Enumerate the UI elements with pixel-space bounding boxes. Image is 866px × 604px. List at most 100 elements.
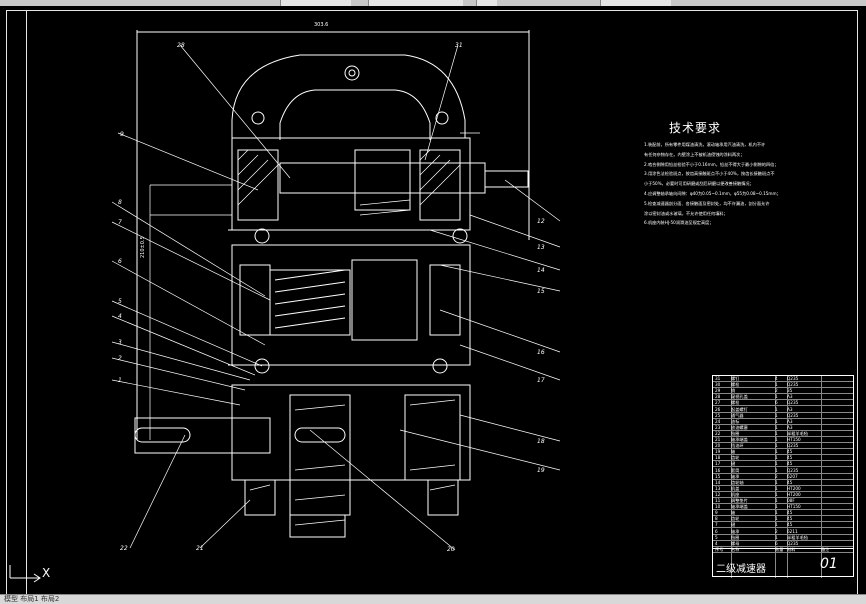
table-cell: 1 (775, 504, 778, 510)
drawing-number: 01 (820, 556, 838, 572)
table-cell: 1 (775, 510, 778, 516)
table-cell: 1 (775, 516, 778, 522)
technical-requirements-list: 1.装配前，所有零件用煤油清洗，滚动轴承用汽油清洗，机内不许 有任何杂物存在。内… (644, 140, 814, 228)
part-balloon-1: 1 (118, 377, 122, 384)
table-cell: 1 (775, 485, 778, 491)
table-cell: HT150 (787, 437, 801, 442)
technical-requirements-title: 技术要求 (669, 121, 722, 135)
table-cell: 半粗羊毛毡 (787, 534, 808, 540)
table-cell: 齿轮 (731, 516, 740, 522)
table-cell: 毡圈 (731, 534, 740, 540)
model-layout-tabs[interactable]: 模型 布局1 布局2 (0, 594, 866, 604)
table-cell: 6207 (787, 473, 798, 479)
table-cell: 45 (787, 479, 793, 485)
center-distance-dimension: 210±0.5 (140, 236, 146, 258)
table-cell: 键 (731, 461, 736, 467)
table-cell: 35 (787, 388, 793, 394)
table-cell: 25 (715, 412, 721, 418)
binding-margin-line (26, 10, 859, 595)
overall-width-dimension: 303.6 (314, 22, 329, 28)
part-balloon-28: 28 (177, 42, 185, 49)
table-cell: 45 (787, 455, 793, 461)
table-cell: 1 (775, 443, 778, 449)
table-cell: 1 (775, 498, 778, 503)
part-balloon-12: 12 (537, 218, 545, 225)
table-cell: 轴承 (731, 473, 740, 479)
part-balloon-13: 13 (537, 244, 545, 251)
table-cell: 1 (775, 449, 778, 455)
table-cell: 调整垫片 (731, 498, 748, 503)
table-cell: 6 (715, 528, 718, 534)
table-cell: 螺栓 (731, 382, 740, 388)
table-cell: 29 (715, 388, 721, 394)
table-cell: 螺栓 (731, 400, 740, 406)
table-cell: 2 (775, 528, 778, 534)
table-cell: 机盖 (731, 485, 740, 491)
table-cell: 6211 (787, 528, 798, 534)
table-cell: 1 (775, 455, 778, 461)
table-cell: 31 (715, 376, 721, 381)
table-cell: 10 (715, 504, 721, 510)
part-balloon-3: 3 (118, 339, 122, 346)
toolbar-control[interactable] (280, 0, 351, 6)
layout-tabs-label[interactable]: 模型 布局1 布局2 (4, 595, 60, 603)
table-cell: 08F (787, 498, 795, 503)
drawing-name: 二级减速器 (716, 564, 766, 575)
toolbar-control[interactable] (600, 0, 671, 6)
table-cell: 轴承端盖 (731, 504, 748, 510)
table-cell: 7 (715, 522, 718, 528)
title-block (712, 548, 854, 577)
table-cell: 12 (715, 491, 721, 497)
tech-item: 2.啮合侧隙用铅丝检验不小于0.16mm，铅丝不得大于最小侧隙的四倍； (644, 161, 779, 167)
table-cell: 销 (731, 388, 736, 394)
tech-item: 有任何杂物存在。内壁涂上不被机油侵蚀的涂料两次； (644, 151, 745, 157)
table-cell: Q235 (787, 376, 799, 381)
table-cell: 螺母 (731, 540, 740, 546)
part-balloon-7: 7 (118, 219, 122, 226)
part-balloon-18: 18 (537, 438, 545, 445)
table-cell: 齿轮 (731, 455, 740, 461)
table-cell: 1 (775, 424, 778, 430)
table-cell: A3 (787, 406, 793, 412)
application-toolbar (0, 0, 866, 6)
tech-item: 小于50%，必要时可用研磨或刮后研磨以便改善接触情况； (644, 181, 754, 187)
part-balloon-17: 17 (537, 377, 545, 384)
table-cell: 1 (775, 394, 778, 400)
part-balloon-8: 8 (118, 199, 122, 206)
table-header-cell: 序号 (715, 546, 724, 552)
table-cell: 齿轮轴 (731, 479, 744, 485)
table-cell: 1 (775, 467, 778, 473)
part-balloon-21: 21 (196, 545, 204, 552)
table-cell: 45 (787, 510, 793, 516)
table-cell: 轴承 (731, 528, 740, 534)
part-balloon-19: 19 (537, 467, 545, 474)
table-cell: 5 (715, 534, 718, 540)
table-column-divider (787, 376, 788, 578)
toolbar-control[interactable] (476, 0, 497, 6)
table-cell: 23 (715, 424, 721, 430)
table-cell: 挡油环 (731, 443, 744, 449)
table-cell: 窥视孔盖 (731, 394, 748, 400)
table-cell: HT200 (787, 491, 801, 497)
part-balloon-2: 2 (118, 355, 122, 362)
table-cell: 半粗羊毛毡 (787, 430, 808, 436)
table-cell: 轴承端盖 (731, 437, 748, 442)
table-cell: HT150 (787, 504, 801, 510)
tech-item: 3.用涂色法检验斑点，按齿高接触斑点不小于40%，按齿长接触斑点不 (644, 171, 775, 177)
table-cell: 17 (715, 461, 721, 467)
table-cell: 45 (787, 516, 793, 522)
toolbar-control[interactable] (368, 0, 463, 6)
table-cell: Q235 (787, 412, 799, 418)
table-cell: 1 (775, 479, 778, 485)
table-cell: 45 (787, 461, 793, 467)
